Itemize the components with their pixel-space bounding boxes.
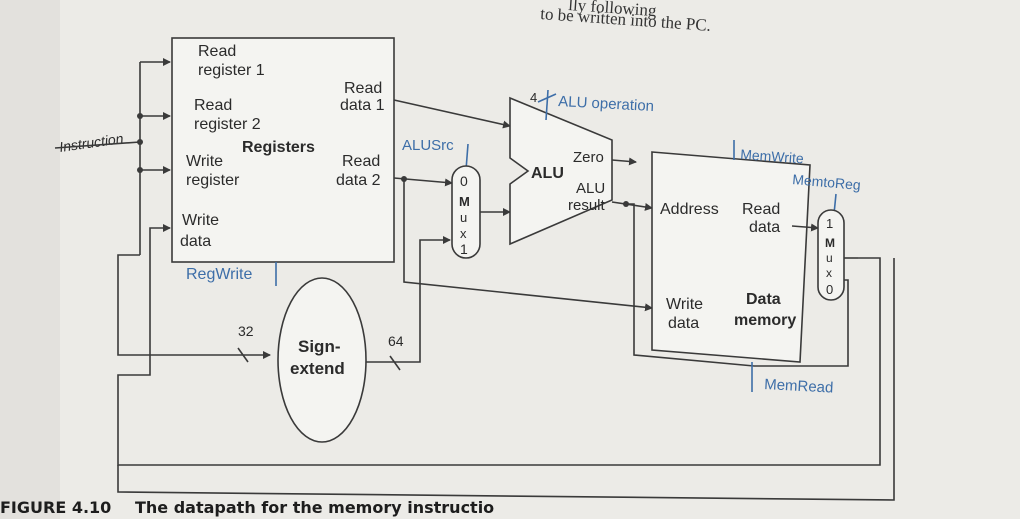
read-register-2-label-2: register 2 [194, 116, 261, 133]
alu-mux-letter-x: x [460, 226, 467, 241]
read-data-2-label: Read [342, 153, 380, 170]
figure-bottom-border [117, 258, 895, 501]
sign-extend-label: Sign- [298, 337, 341, 356]
mem-mux-letter-u: u [826, 251, 833, 265]
read-register-1-label-2: register 1 [198, 62, 265, 79]
instruction-bus [54, 141, 141, 149]
junction-dot [137, 139, 143, 145]
wire-to-sign-extend [117, 254, 271, 359]
memory-read-data-label-2: data [749, 219, 780, 236]
read-data-2-label-2: data 2 [336, 172, 381, 189]
sign-extend-label-2: extend [290, 359, 345, 378]
wire-read-data-to-mux [791, 223, 819, 232]
alu-label: ALU [531, 165, 564, 182]
alu-result-label: ALU [576, 180, 605, 197]
memwrite-control-label: MemWrite [740, 146, 805, 166]
regwrite-control-label: RegWrite [186, 266, 252, 283]
memory-read-data-label: Read [742, 201, 780, 218]
alu-operation-width: 4 [530, 90, 537, 105]
mem-mux-input-0: 0 [826, 282, 833, 297]
page-edge-shadow [0, 0, 60, 519]
sign-extend-input-width: 32 [238, 323, 254, 339]
header-text-cut: lly following [568, 0, 658, 20]
bus-width-slash-32 [237, 347, 249, 363]
mem-mux-letter-m: M [825, 236, 835, 250]
alu-zero-label: Zero [573, 149, 604, 166]
memory-address-label: Address [660, 201, 719, 218]
memory-write-data-label-2: data [668, 315, 699, 332]
writeback-wire [117, 224, 881, 466]
wire-sign-extend-to-mux [366, 236, 451, 363]
write-data-label-2: data [180, 233, 211, 250]
read-register-2-label: Read [194, 97, 232, 114]
read-data-1-label: Read [344, 80, 382, 97]
read-data-1-label-2: data 1 [340, 97, 385, 114]
data-memory-block [651, 151, 811, 363]
memread-control-label: MemRead [764, 376, 834, 397]
alu-operation-label: ALU operation [558, 93, 655, 115]
mem-mux-letter-x: x [826, 266, 832, 280]
write-register-label-2: register [186, 172, 240, 189]
alu-operation-width-slash [537, 93, 557, 103]
write-data-label: Write [182, 212, 219, 229]
junction-dot [137, 113, 143, 119]
alusrc-control-label: ALUSrc [402, 137, 454, 154]
alu-result-label-2: result [568, 197, 606, 214]
figure-number: FIGURE 4.10 [0, 498, 111, 517]
wire-read-data-1-to-alu [393, 99, 511, 129]
registers-title: Registers [242, 139, 315, 156]
junction-dot [137, 167, 143, 173]
registers-block [171, 37, 395, 263]
data-memory-title-2: memory [734, 312, 796, 329]
wire-alu-result-to-address [611, 201, 653, 211]
alu-result-bypass-wire [626, 203, 755, 367]
alu-mux-letter-m: M [459, 194, 470, 209]
alu-unit [509, 96, 613, 246]
memtoreg-mux [817, 209, 845, 301]
alu-mux-input-1: 1 [460, 241, 468, 257]
write-register-label: Write [186, 153, 223, 170]
mem-mux-input-1: 1 [826, 216, 833, 231]
zero-output-wire [611, 157, 637, 166]
data-memory-title: Data [746, 291, 781, 308]
memtoreg-control-label: MemtoReg [792, 171, 862, 193]
sign-extend-output-width: 64 [388, 333, 404, 349]
memory-write-data-label: Write [666, 296, 703, 313]
alu-mux-input-0: 0 [460, 173, 468, 189]
sign-extend-unit [277, 277, 367, 443]
wire-to-memory-write-data [403, 179, 653, 312]
read-register-1-label: Read [198, 43, 236, 60]
alu-operation-control-line [545, 89, 549, 121]
figure-caption: The datapath for the memory instructio [135, 498, 494, 517]
alu-mux-letter-u: u [460, 210, 467, 225]
bus-width-slash-64 [389, 355, 401, 371]
